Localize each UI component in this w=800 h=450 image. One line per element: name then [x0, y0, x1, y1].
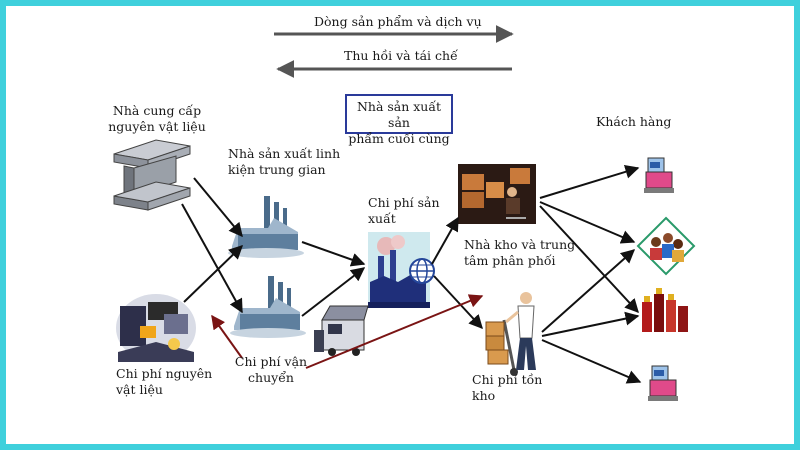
production-cost-label-line-2: xuất — [368, 211, 396, 226]
forward-flow-label: Dòng sản phẩm và dịch vụ — [314, 14, 482, 29]
warehouse-label: Nhà kho và trung tâm phân phối — [464, 237, 575, 269]
stacked-books-icon — [642, 288, 688, 332]
transport-cost-arrows — [211, 294, 484, 369]
arrow-factory-top-to-plant — [301, 241, 366, 267]
arrow-factory-bottom-to-plant — [301, 267, 366, 317]
warehouse-icon — [458, 164, 536, 224]
arrow-warehouse-to-customer-2 — [539, 201, 636, 244]
cash-register-icon-2 — [648, 365, 678, 401]
truck-icon — [314, 305, 369, 356]
arrow-warehouse-to-customer-1 — [539, 164, 640, 199]
transport-cost-label-line-1: Chi phí vận — [234, 354, 308, 369]
transport-cost-label: Chi phí vận chuyển — [226, 354, 316, 386]
customers-label: Khách hàng — [596, 114, 672, 129]
supplier-label: Nhà cung cấp nguyên vật liệu — [102, 103, 212, 135]
final-manufacturer-legend: Nhà sản xuất sản phẩm cuối cùng — [345, 94, 453, 146]
arrow-beam-to-factory-bottom — [181, 203, 243, 314]
warehouse-label-line-2: tâm phân phối — [464, 253, 556, 268]
raw-material-icon — [116, 294, 196, 362]
globe-icon — [409, 258, 435, 284]
component-maker-label-line-2: kiện trung gian — [228, 162, 326, 177]
supplier-label-line-1: Nhà cung cấp — [112, 103, 202, 118]
arrow-plant-to-handtruck — [433, 275, 483, 330]
flow-arrows — [181, 164, 642, 384]
diagram-frame: Dòng sản phẩm và dịch vụ Thu hồi và tái … — [6, 6, 794, 444]
supplier-label-line-2: nguyên vật liệu — [108, 119, 206, 134]
arrow-handtruck-to-customer-2 — [541, 249, 636, 333]
arrow-handtruck-to-customer-4 — [541, 339, 642, 384]
production-cost-label-line-1: Chi phí sản — [368, 195, 440, 210]
warehouse-label-line-1: Nhà kho và trung — [464, 237, 576, 252]
factory-icon-top — [228, 196, 304, 258]
arrow-transport-to-factory-bottom — [211, 314, 243, 359]
arrow-material-to-factory-top — [183, 245, 244, 303]
arrow-handtruck-to-customer-3 — [541, 311, 640, 337]
material-cost-label: Chi phí nguyên vật liệu — [116, 366, 212, 398]
customers-group-icon — [636, 216, 696, 276]
arrow-warehouse-to-customer-3 — [539, 205, 639, 314]
component-maker-label: Nhà sản xuất linh kiện trung gian — [228, 146, 340, 178]
production-cost-label: Chi phí sản xuất — [368, 195, 440, 227]
inventory-cost-label: Chi phí tồn kho — [472, 372, 542, 404]
component-maker-label-line-1: Nhà sản xuất linh — [228, 146, 341, 161]
transport-cost-label-line-2: chuyển — [248, 370, 294, 385]
material-cost-label-line-2: vật liệu — [116, 382, 163, 397]
steel-beam-icon — [113, 139, 191, 211]
cash-register-icon — [644, 157, 674, 193]
supply-chain-diagram — [113, 25, 696, 401]
worker-handtruck-icon — [485, 292, 536, 376]
material-cost-label-line-1: Chi phí nguyên — [116, 366, 213, 381]
arrow-transport-to-handtruck — [305, 294, 484, 369]
inventory-cost-label-line-1: Chi phí tồn — [472, 372, 543, 387]
inventory-cost-label-line-2: kho — [472, 388, 496, 403]
arrow-plant-to-warehouse — [431, 216, 459, 265]
legend-line-1: Nhà sản xuất sản — [356, 99, 442, 130]
legend-line-2: phẩm cuối cùng — [348, 131, 450, 146]
factory-icon-bottom — [230, 276, 306, 338]
arrow-beam-to-factory-top — [193, 177, 243, 238]
reverse-flow-label: Thu hồi và tái chế — [344, 48, 458, 63]
